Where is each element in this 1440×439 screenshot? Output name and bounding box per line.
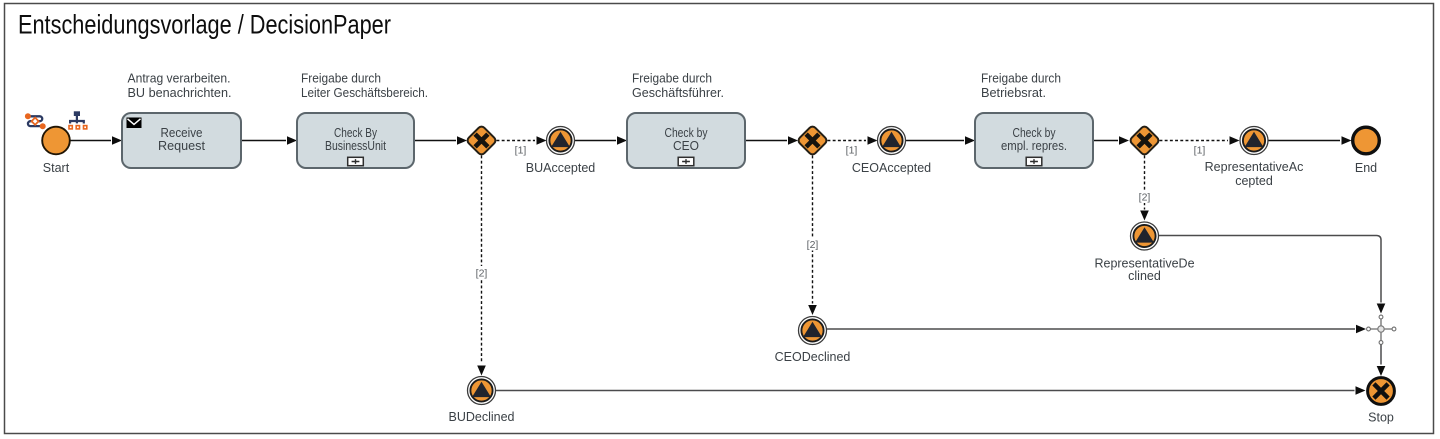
svg-text:BusinessUnit: BusinessUnit: [325, 139, 386, 153]
svg-text:BU benachrichten.: BU benachrichten.: [128, 86, 232, 100]
svg-text:Entscheidungsvorlage / Decisio: Entscheidungsvorlage / DecisionPaper: [18, 10, 391, 40]
svg-text:[1]: [1]: [1194, 145, 1206, 157]
svg-text:Receive: Receive: [161, 126, 203, 140]
svg-text:BUAccepted: BUAccepted: [526, 161, 596, 175]
svg-text:BUDeclined: BUDeclined: [448, 410, 514, 424]
svg-text:Geschäftsführer.: Geschäftsführer.: [632, 86, 724, 100]
svg-text:Freigabe durch: Freigabe durch: [301, 72, 381, 86]
svg-text:CEODeclined: CEODeclined: [775, 350, 851, 364]
svg-text:RepresentativeAc: RepresentativeAc: [1205, 160, 1304, 174]
svg-text:Betriebsrat.: Betriebsrat.: [981, 86, 1046, 100]
svg-text:[2]: [2]: [1139, 192, 1151, 204]
svg-text:Stop: Stop: [1368, 411, 1394, 425]
svg-text:Antrag verarbeiten.: Antrag verarbeiten.: [128, 72, 231, 86]
svg-text:RepresentativeDe: RepresentativeDe: [1094, 257, 1194, 271]
svg-text:Check By: Check By: [334, 126, 378, 140]
svg-text:empl. repres.: empl. repres.: [1001, 139, 1067, 153]
svg-text:CEOAccepted: CEOAccepted: [852, 161, 931, 175]
svg-text:Check by: Check by: [1013, 126, 1057, 140]
svg-text:Freigabe durch: Freigabe durch: [632, 72, 712, 86]
svg-text:Request: Request: [158, 139, 206, 153]
svg-text:[1]: [1]: [846, 145, 858, 157]
svg-text:Check by: Check by: [665, 126, 709, 140]
svg-text:[2]: [2]: [807, 239, 819, 251]
svg-text:Start: Start: [43, 161, 70, 175]
svg-text:cepted: cepted: [1235, 174, 1273, 188]
svg-text:Leiter Geschäftsbereich.: Leiter Geschäftsbereich.: [301, 86, 428, 100]
svg-text:Freigabe durch: Freigabe durch: [981, 72, 1061, 86]
svg-text:[2]: [2]: [476, 268, 488, 280]
svg-text:End: End: [1355, 161, 1377, 175]
svg-text:[1]: [1]: [515, 145, 527, 157]
svg-text:clined: clined: [1128, 269, 1161, 283]
svg-text:CEO: CEO: [673, 139, 699, 153]
